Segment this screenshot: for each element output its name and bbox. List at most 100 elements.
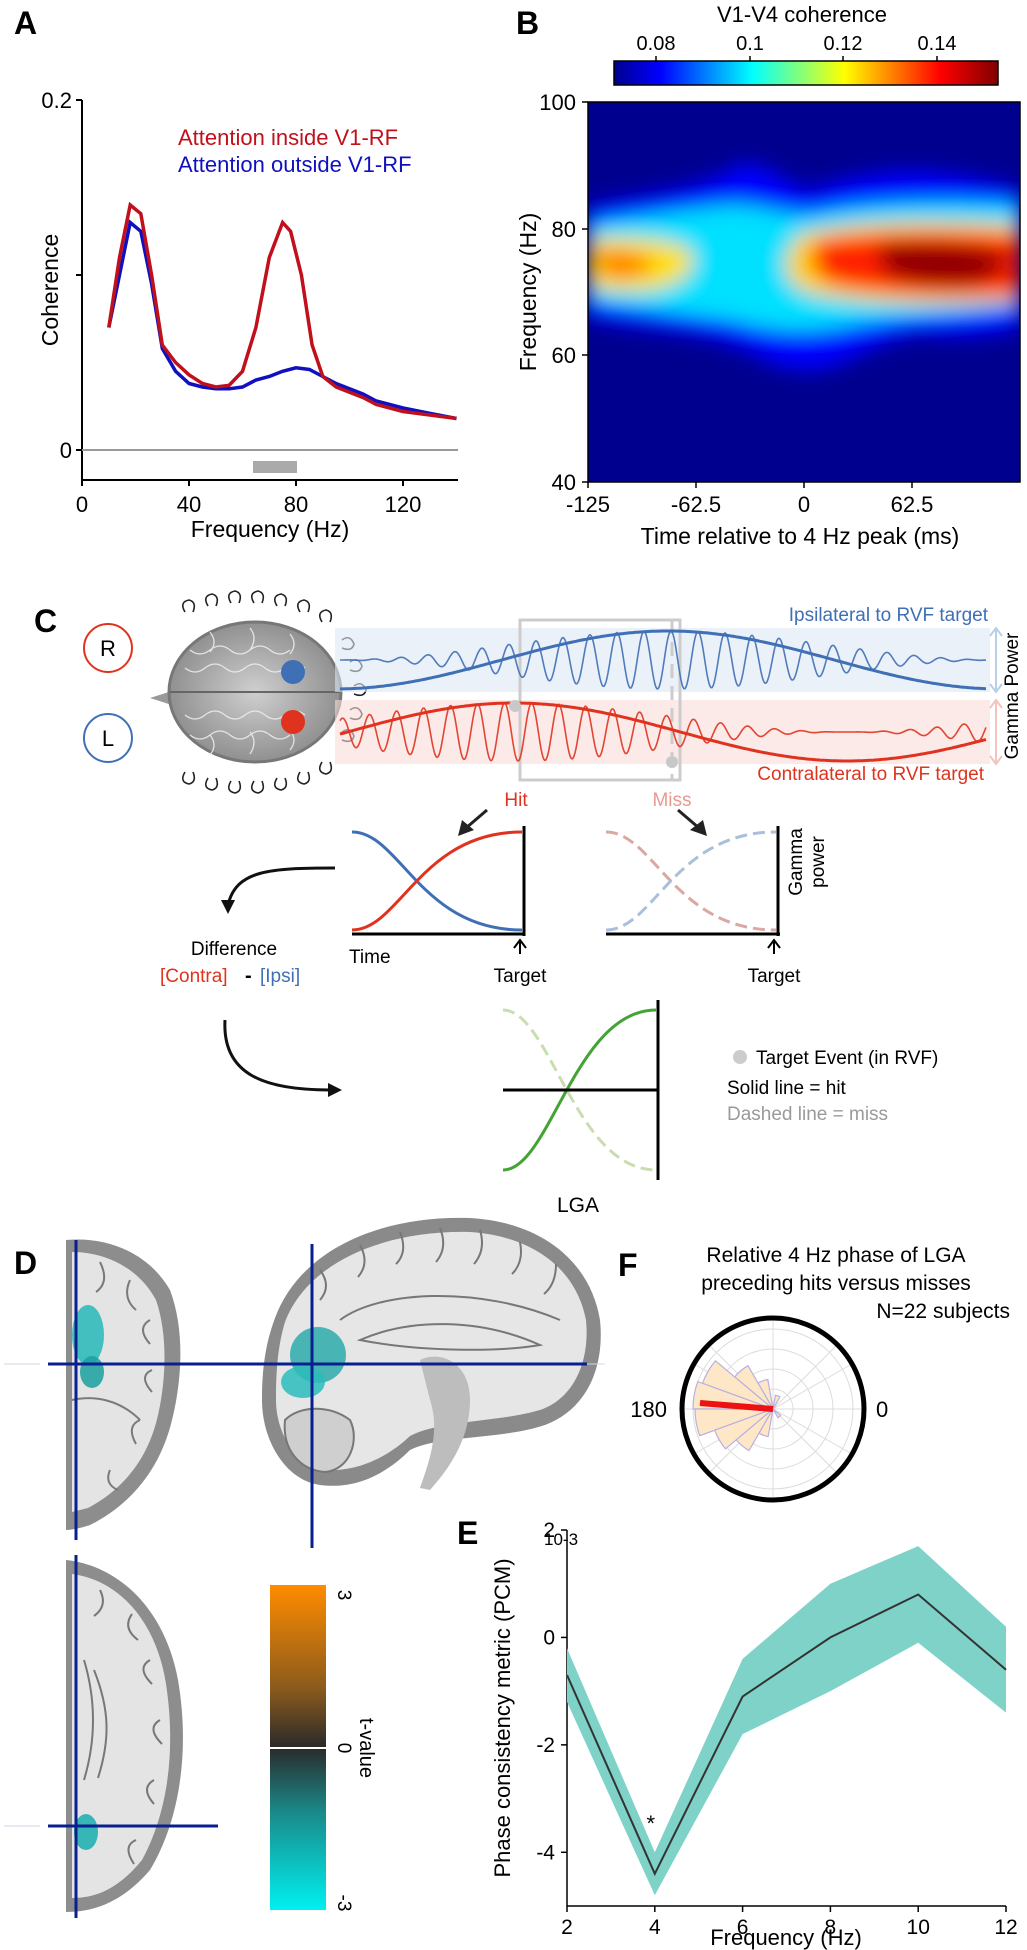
panel-a-xtick-label: 120	[385, 492, 422, 517]
panel-a-lines	[107, 201, 457, 421]
ipsilateral-band	[335, 628, 990, 692]
panel-a: A 0 0.2 0 40 80 120 Frequency (Hz) Coher…	[14, 5, 458, 542]
hit-gamma-plot	[351, 826, 526, 936]
hit-target-label: Target	[494, 966, 548, 987]
panel-a-ytick-label: 0.2	[41, 88, 72, 113]
window-bracket-hit	[518, 618, 682, 782]
legend-target-event: Target Event (in RVF)	[756, 1048, 938, 1069]
panel-a-xtick-label: 40	[177, 492, 201, 517]
curved-arrow-to-difference	[226, 866, 336, 906]
panel-f-title-2: preceding hits versus misses	[701, 1272, 971, 1295]
polar-outline	[679, 1315, 867, 1503]
target-event-hit-marker	[509, 700, 521, 712]
panel-b-heatmap	[588, 102, 1020, 482]
polar-wedge	[772, 1394, 781, 1410]
gamma-oscillation	[340, 630, 986, 690]
hemisphere-r-badge	[83, 623, 133, 673]
arrow-head	[458, 820, 474, 836]
panel-b-colorbar-ticks	[655, 56, 938, 61]
miss-target-label: Target	[748, 966, 802, 987]
miss-plot-power-label: power	[808, 835, 829, 887]
target-event-miss-marker	[666, 756, 678, 768]
panel-d-colorbar-tick: 0	[333, 1743, 354, 1754]
panel-b-colorbar-tick: 0.12	[824, 33, 863, 55]
panel-b-colorbar	[613, 60, 999, 86]
panel-c-label: C	[34, 603, 57, 639]
hemisphere-l-badge	[83, 713, 133, 763]
panel-b-ytick-label: 60	[552, 343, 576, 368]
panel-e-confidence-band	[567, 1546, 1006, 1896]
mean-phase-vector	[699, 1400, 774, 1412]
polar-wedge	[772, 1408, 782, 1419]
polar-angle-180: 180	[630, 1397, 667, 1422]
panel-b-xtick-label: 62.5	[891, 492, 934, 517]
panel-a-significance-bar	[253, 461, 297, 473]
lga-plot	[502, 1000, 660, 1180]
panel-e-scale-label: 10-3	[544, 1530, 578, 1549]
panel-e-ytick-label: -2	[536, 1734, 555, 1757]
panel-d-label: D	[14, 1245, 37, 1281]
contralateral-band	[335, 700, 990, 764]
panel-b-ytick-label: 80	[552, 217, 576, 242]
panel-e-xtick-label: 4	[649, 1916, 661, 1939]
ipsilateral-site-dot	[281, 660, 305, 684]
hit-plot-time-label: Time	[349, 947, 391, 968]
sagittal-brain-slice	[262, 1217, 601, 1490]
panel-f-title-1: Relative 4 Hz phase of LGA	[706, 1244, 965, 1267]
polar-wedge	[758, 1408, 774, 1438]
legend-solid-line: Solid line = hit	[727, 1078, 847, 1099]
panel-a-ytick-label: 0	[60, 438, 72, 463]
panel-c: C R L	[34, 590, 1023, 1217]
polar-histogram	[679, 1315, 867, 1503]
alpha-envelope	[339, 629, 987, 691]
panel-d-colorbar-label: t-value	[355, 1718, 377, 1778]
panel-b-ylabel: Frequency (Hz)	[515, 213, 541, 371]
panel-e-xtick-label: 12	[994, 1916, 1017, 1939]
panel-a-series-line	[107, 219, 457, 421]
panel-e-xtick-label: 10	[907, 1916, 930, 1939]
arrow-to-miss	[677, 808, 700, 830]
panel-a-xtick-label: 0	[76, 492, 88, 517]
miss-target-arrow	[767, 938, 781, 954]
panel-e-ytick-label: 2	[543, 1519, 555, 1542]
panel-d-colorbar-tick: 3	[333, 1590, 354, 1601]
polar-wedges	[692, 1359, 782, 1452]
panel-b-xtick-label: -125	[566, 492, 610, 517]
panel-e-xtick-label: 8	[825, 1916, 837, 1939]
polar-wedge	[713, 1408, 774, 1450]
slice-crosshairs	[4, 1240, 605, 1918]
panel-e-xtick-label: 6	[737, 1916, 749, 1939]
brain-topview-illustration	[150, 590, 367, 794]
panel-a-legend-outside: Attention outside V1-RF	[178, 152, 412, 177]
panel-b-ytick-label: 100	[539, 90, 576, 115]
panel-b-xtick-label: -62.5	[671, 492, 721, 517]
panel-b-label: B	[516, 5, 539, 41]
panel-e-xtick-label: 2	[561, 1916, 573, 1939]
panel-a-xlabel: Frequency (Hz)	[191, 516, 349, 542]
panel-b-xlabel: Time relative to 4 Hz peak (ms)	[641, 523, 960, 549]
miss-gamma-plot	[605, 826, 780, 936]
arrow-head	[221, 900, 235, 914]
panel-b-ytick-label: 40	[552, 470, 576, 495]
contralateral-site-dot	[281, 710, 305, 734]
legend-dashed-line: Dashed line = miss	[727, 1104, 888, 1125]
hemisphere-r-label: R	[100, 636, 116, 661]
ipsilateral-label: Ipsilateral to RVF target	[789, 605, 989, 626]
panel-e-label: E	[457, 1515, 478, 1551]
panel-b-colorbar-tick: 0.14	[918, 33, 957, 55]
panel-e-significance-star: *	[647, 1811, 656, 1836]
panel-f: F Relative 4 Hz phase of LGA preceding h…	[618, 1244, 1010, 1503]
panel-b-xticks	[587, 482, 913, 488]
gamma-power-scale	[989, 626, 1003, 766]
panel-a-label: A	[14, 5, 37, 41]
arrow-head	[690, 820, 707, 836]
miss-label: Miss	[652, 790, 691, 811]
difference-label: Difference	[191, 939, 277, 960]
panel-e-ytick-label: -4	[536, 1841, 555, 1864]
panel-b-yticks	[582, 101, 588, 483]
contralateral-label: Contralateral to RVF target	[757, 764, 984, 785]
panel-f-n-label: N=22 subjects	[876, 1300, 1010, 1323]
hemisphere-l-label: L	[102, 726, 114, 751]
